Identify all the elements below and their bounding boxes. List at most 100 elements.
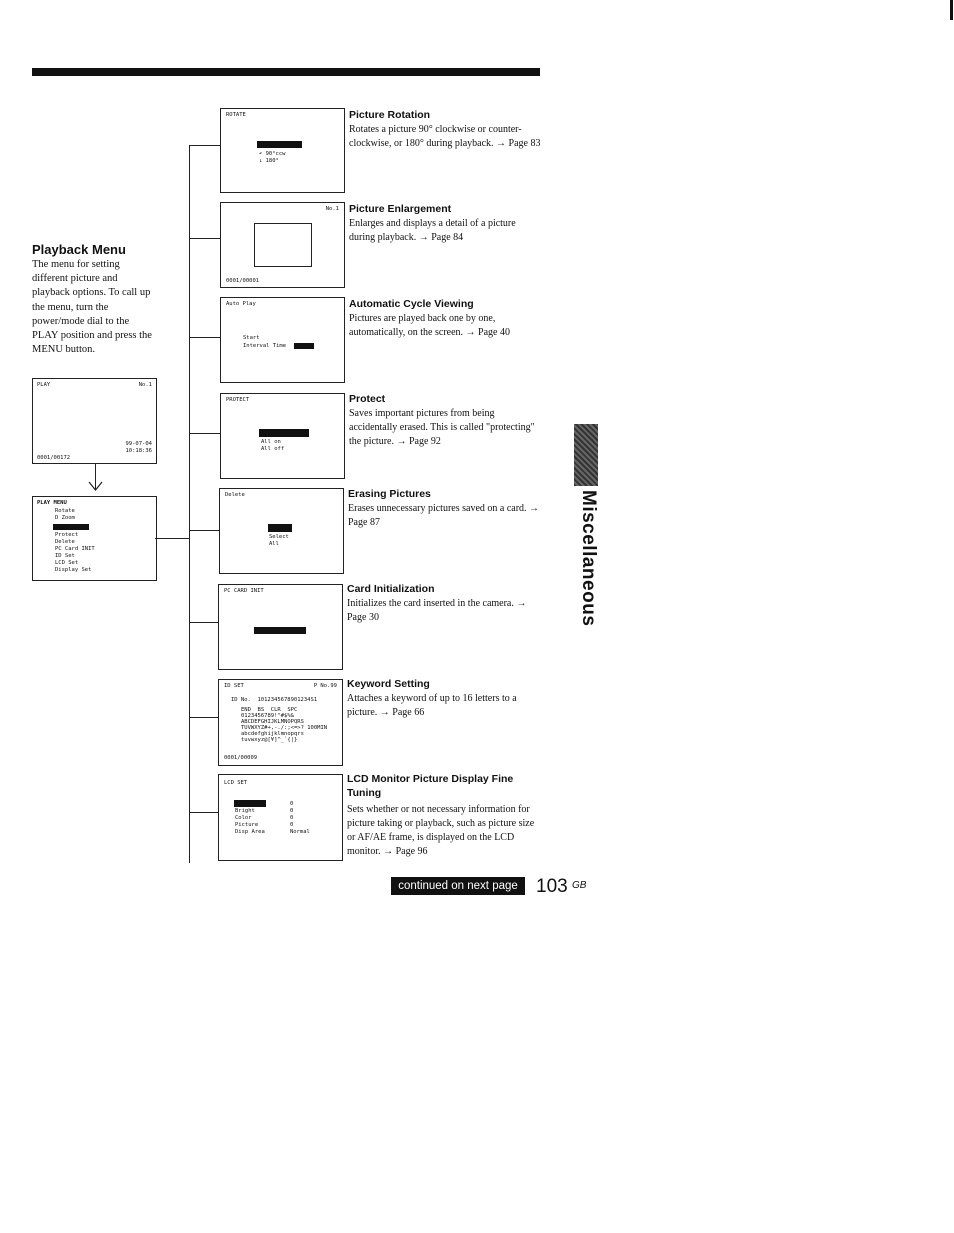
connector-branch [189, 145, 220, 146]
play-screen-label: PLAY [37, 382, 51, 388]
card-init-screen: PC CARD INIT [218, 584, 343, 670]
connector-trunk [189, 145, 190, 863]
delete-option[interactable]: All [269, 541, 279, 547]
zoom-screen-counter: 0001/00001 [226, 278, 260, 284]
keyboard-row[interactable]: TUVWXYZ#+,-./:;<=>? 100MIN [241, 725, 328, 731]
zoom-frame [254, 223, 312, 267]
play-menu-title: PLAY MENU [37, 500, 67, 506]
header-rule [32, 68, 540, 76]
lcd-row-value: 0 [290, 808, 294, 814]
section-body: Sets whether or not necessary informatio… [347, 804, 535, 857]
id-number-line: ID No. 1012345678901234S1 [231, 697, 318, 703]
connector-branch [189, 238, 220, 239]
protect-option[interactable]: All on [261, 439, 281, 445]
lcd-row-label[interactable]: Disp Area [235, 829, 265, 835]
play-menu-item[interactable]: D Zoom [55, 515, 75, 521]
keyboard-row[interactable]: ABCDEFGHIJKLMNOPQRS [241, 719, 304, 725]
menu-highlight [259, 429, 309, 437]
lcd-row-label[interactable]: Color [235, 815, 252, 821]
play-menu-item[interactable]: Display Set [55, 567, 92, 573]
connector-branch [189, 717, 218, 718]
region-code: GB [572, 880, 587, 891]
rotate-option[interactable]: ↓ 180° [259, 158, 279, 164]
lcd-set-screen: LCD SET 0 Bright 0 Color 0 Picture 0 Dis… [218, 774, 343, 861]
rotate-option[interactable]: ↶ 90°ccw [259, 151, 286, 157]
lcd-row-value: 0 [290, 815, 294, 821]
connector-branch [189, 337, 220, 338]
menu-highlight [294, 343, 314, 349]
id-set-screen-title: ID SET [224, 683, 244, 689]
down-arrow-shaft [95, 463, 96, 489]
connector-branch [189, 622, 218, 623]
down-arrow-icon [88, 481, 103, 491]
section-body: Saves important pictures from being acci… [349, 408, 535, 447]
rotate-screen-title: ROTATE [226, 112, 246, 118]
zoom-screen-number: No.1 [325, 206, 339, 212]
playback-menu-body: The menu for setting different picture a… [32, 259, 152, 356]
lcd-row-label[interactable]: Picture [235, 822, 259, 828]
section-tab-marker [574, 424, 598, 486]
section-title: LCD Monitor Picture Display Fine Tuning [347, 773, 514, 799]
section-body: Enlarges and displays a detail of a pict… [349, 218, 516, 243]
connector-branch [189, 812, 218, 813]
connector-main [155, 538, 189, 539]
lcd-row-label[interactable]: Bright [235, 808, 255, 814]
delete-screen: Delete Select All [219, 488, 344, 574]
protect-screen: PROTECT All on All off [220, 393, 345, 479]
keyboard-row[interactable]: 0123456789!"#$%& [241, 713, 294, 719]
protect-option[interactable]: All off [261, 446, 285, 452]
keyboard-row[interactable]: END BS CLR SPC [241, 707, 298, 713]
page-number: 103 [536, 876, 568, 897]
card-init-screen-title: PC CARD INIT [224, 588, 264, 594]
play-menu-item[interactable]: LCD Set [55, 560, 79, 566]
menu-highlight [53, 524, 89, 530]
connector-branch [189, 530, 219, 531]
play-menu-item[interactable]: Protect [55, 532, 79, 538]
section-body: Attaches a keyword of up to 16 letters t… [347, 693, 517, 718]
play-screen-time: 10:18:36 [125, 448, 153, 454]
keyboard-row[interactable]: abcdefghijklmnopqrs [241, 731, 304, 737]
play-screen: PLAY No.1 99-07-04 10:18:36 0001/00172 [32, 378, 157, 464]
section-title: Picture Enlargement [349, 203, 452, 215]
continued-badge: continued on next page [391, 877, 525, 895]
delete-option[interactable]: Select [269, 534, 289, 540]
play-menu-item[interactable]: PC Card INIT [55, 546, 95, 552]
corner-mark [950, 0, 953, 20]
section-body: Pictures are played back one by one, aut… [349, 313, 510, 338]
section-title: Card Initialization [347, 583, 435, 595]
lcd-row-value: Normal [290, 829, 310, 835]
section-title: Protect [349, 393, 386, 405]
play-screen-date: 99-07-04 [125, 441, 153, 447]
protect-screen-title: PROTECT [226, 397, 250, 403]
lcd-set-screen-title: LCD SET [224, 780, 248, 786]
connector-branch [189, 433, 220, 434]
section-title: Picture Rotation [349, 109, 431, 121]
section-tab-label: Miscellaneous [578, 490, 599, 627]
menu-highlight [234, 800, 266, 807]
play-screen-number: No.1 [138, 382, 152, 388]
id-set-screen: ID SET P No.99 ID No. 1012345678901234S1… [218, 679, 343, 766]
auto-play-option[interactable]: Interval Time [243, 343, 287, 349]
menu-highlight [268, 524, 292, 532]
play-menu-item[interactable]: Rotate [55, 508, 75, 514]
section-title: Automatic Cycle Viewing [349, 298, 474, 310]
rotate-screen: ROTATE ↶ 90°ccw ↓ 180° [220, 108, 345, 193]
play-menu-item[interactable]: Delete [55, 539, 75, 545]
section-title: Erasing Pictures [348, 488, 431, 500]
section-body: Rotates a picture 90° clockwise or count… [349, 124, 541, 149]
playback-menu-title: Playback Menu [32, 242, 126, 257]
auto-play-option[interactable]: Start [243, 335, 260, 341]
menu-highlight [257, 141, 302, 148]
section-title: Keyword Setting [347, 678, 430, 690]
play-menu-item[interactable]: ID Set [55, 553, 75, 559]
auto-play-screen-title: Auto Play [226, 301, 256, 307]
keyboard-row[interactable]: tuvwxyz@[¥]^_`{|} [241, 737, 298, 743]
lcd-row-value: 0 [290, 801, 294, 807]
delete-screen-title: Delete [225, 492, 245, 498]
lcd-row-value: 0 [290, 822, 294, 828]
zoom-screen: No.1 0001/00001 [220, 202, 345, 288]
menu-highlight [254, 627, 306, 634]
play-menu-item-selected[interactable]: Auto Play [55, 524, 85, 530]
auto-play-screen: Auto Play Start Interval Time [220, 297, 345, 383]
id-set-screen-number: P No.99 [313, 683, 337, 689]
